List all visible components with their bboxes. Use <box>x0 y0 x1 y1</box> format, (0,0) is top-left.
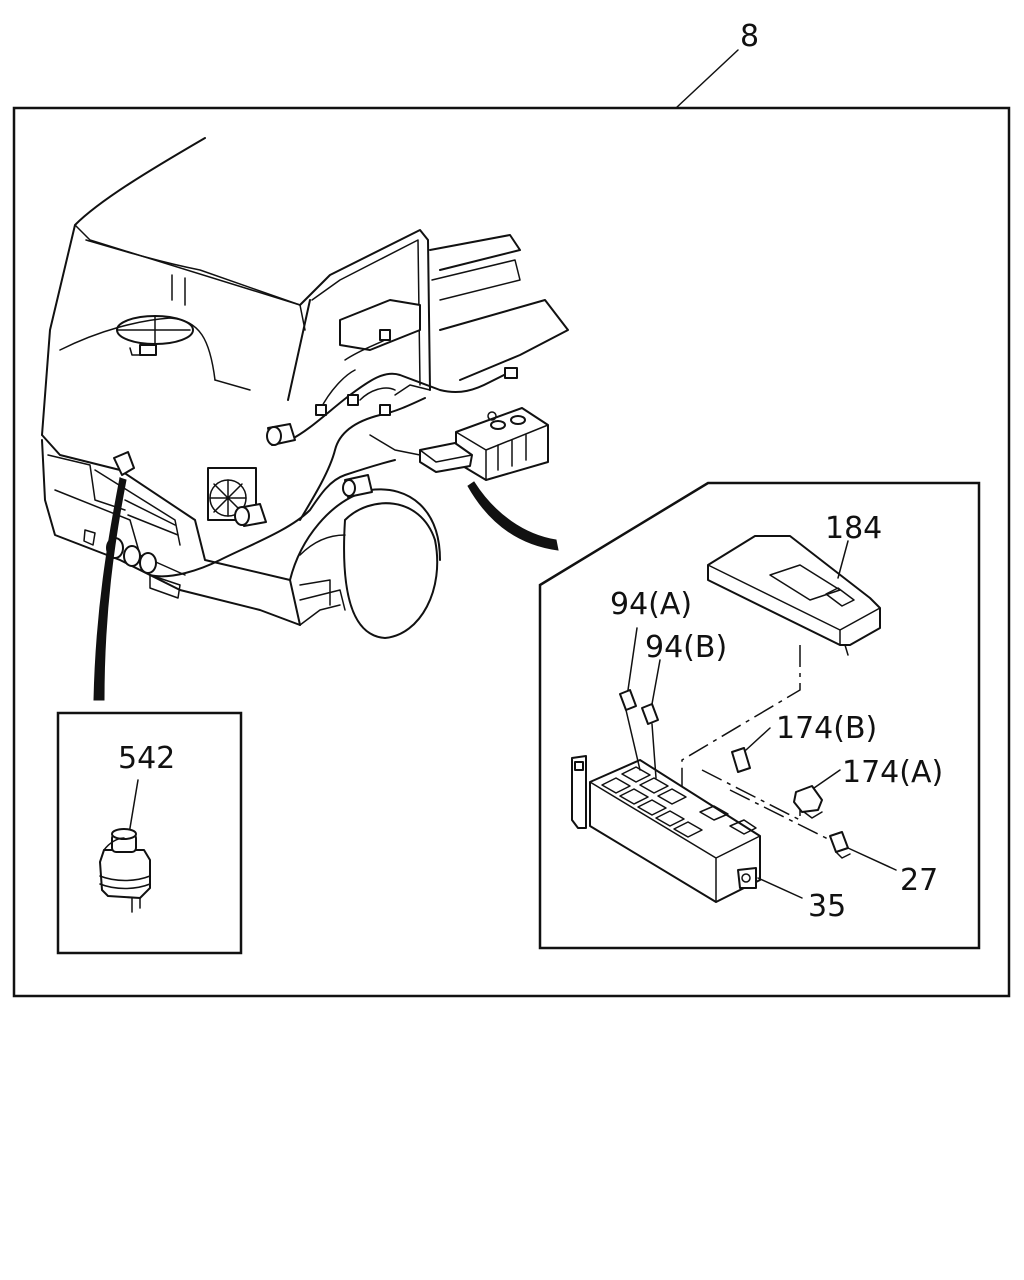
label-542: 542 <box>118 741 175 776</box>
main-frame <box>12 106 1011 998</box>
relay-94a: 94(A) <box>610 587 692 771</box>
label-174b: 174(B) <box>776 711 877 746</box>
label-184: 184 <box>825 511 882 546</box>
label-27: 27 <box>900 863 938 898</box>
leader-washer <box>93 477 127 701</box>
relay-174b: 174(B) <box>731 711 877 773</box>
relay-27: 27 <box>829 831 938 898</box>
label-8: 8 <box>740 19 759 54</box>
label-94b: 94(B) <box>645 630 727 665</box>
fuse-box: 35 <box>571 755 846 924</box>
truck-cab <box>41 137 569 639</box>
callout-8: 8 <box>675 19 759 109</box>
fuse-box-inset: 184 35 <box>538 481 981 950</box>
label-94a: 94(A) <box>610 587 692 622</box>
relay-94b: 94(B) <box>641 630 727 779</box>
relay-174a: 174(A) <box>793 755 943 819</box>
fuse-box-cover: 184 <box>707 511 882 656</box>
washer-tank-inset: 542 <box>56 711 243 955</box>
washer-tank <box>99 849 151 899</box>
leader-fusebox <box>467 481 559 551</box>
label-35: 35 <box>808 889 846 924</box>
label-174a: 174(A) <box>842 755 943 790</box>
